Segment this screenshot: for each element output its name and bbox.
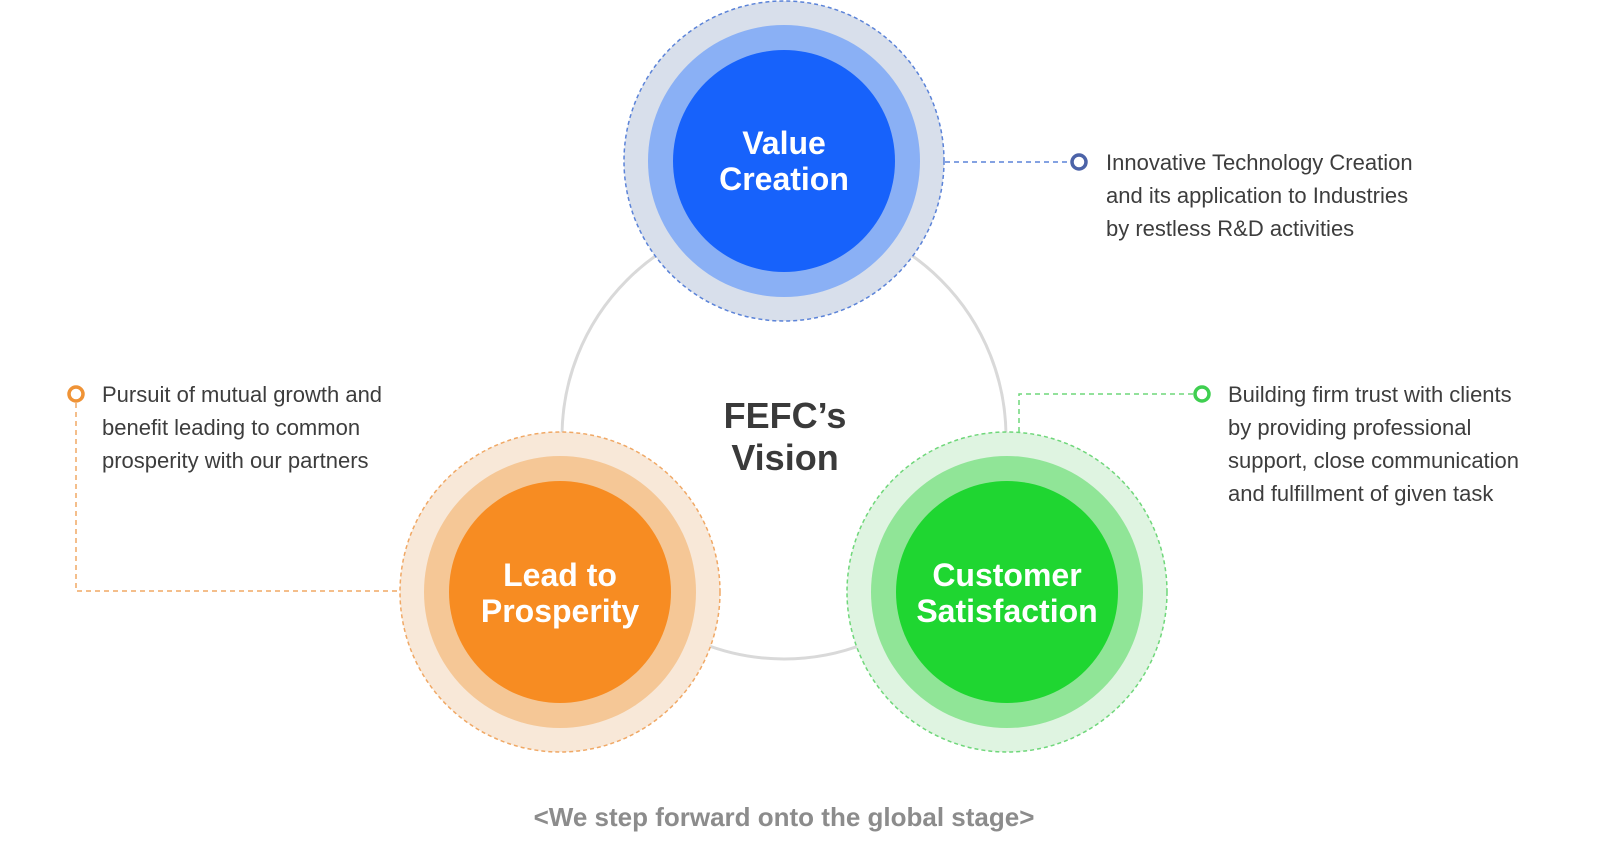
lead-to-prosperity-description-line: Pursuit of mutual growth and xyxy=(102,382,383,407)
lead-to-prosperity-label-line2: Prosperity xyxy=(481,593,639,629)
node-customer-satisfaction: Customer Satisfaction xyxy=(846,431,1168,753)
lead-to-prosperity-description-line: benefit leading to common xyxy=(102,415,361,440)
connector-lead-to-prosperity xyxy=(67,385,400,592)
customer-satisfaction-description-line: support, close communication xyxy=(1228,448,1520,473)
value-creation-label-line2: Creation xyxy=(719,161,849,197)
value-creation-marker-icon xyxy=(1070,153,1088,171)
connector-customer-satisfaction xyxy=(1018,385,1211,432)
lead-to-prosperity-description-line: prosperity with our partners xyxy=(102,448,369,473)
value-creation-description-line: Innovative Technology Creation xyxy=(1106,150,1413,175)
customer-satisfaction-label-line2: Satisfaction xyxy=(916,593,1097,629)
customer-satisfaction-marker-icon xyxy=(1193,385,1211,403)
value-creation-description-line: by restless R&D activities xyxy=(1106,216,1355,241)
customer-satisfaction-label-line1: Customer xyxy=(932,557,1081,593)
lead-to-prosperity-description: Pursuit of mutual growth and benefit lea… xyxy=(102,378,382,477)
customer-satisfaction-description-line: and fulfillment of given task xyxy=(1228,481,1494,506)
center-title-line2: Vision xyxy=(731,437,838,478)
customer-satisfaction-core xyxy=(896,481,1118,703)
lead-to-prosperity-core xyxy=(449,481,671,703)
node-value-creation: Value Creation xyxy=(623,0,945,322)
value-creation-core xyxy=(673,50,895,272)
center-title-line1: FEFC’s xyxy=(724,395,847,436)
footer-tagline: <We step forward onto the global stage> xyxy=(533,802,1035,832)
lead-to-prosperity-label-line1: Lead to xyxy=(503,557,617,593)
connector-value-creation xyxy=(945,153,1088,171)
customer-satisfaction-description-line: by providing professional xyxy=(1228,415,1472,440)
customer-satisfaction-description-line: Building firm trust with clients xyxy=(1228,382,1512,407)
lead-to-prosperity-marker-icon xyxy=(67,385,85,403)
node-lead-to-prosperity: Lead to Prosperity xyxy=(399,431,721,753)
value-creation-description: Innovative Technology Creation and its a… xyxy=(1106,146,1413,245)
value-creation-label-line1: Value xyxy=(742,125,826,161)
customer-satisfaction-description: Building firm trust with clients by prov… xyxy=(1228,378,1519,510)
value-creation-description-line: and its application to Industries xyxy=(1106,183,1409,208)
